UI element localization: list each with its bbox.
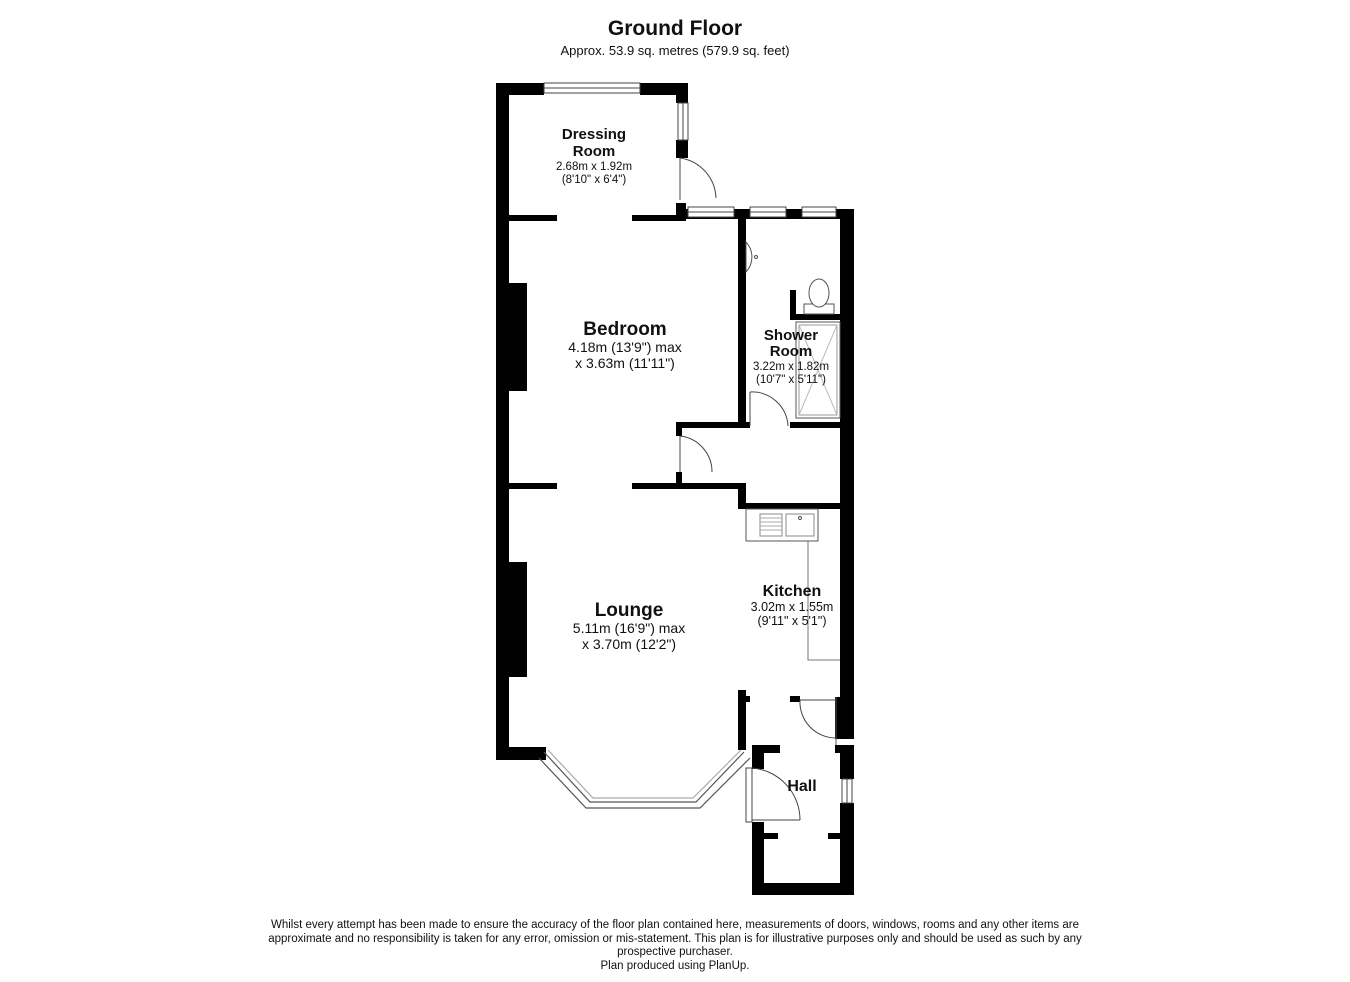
kitchen-size-imperial: (9'11" x 5'1") [757,614,826,628]
bedroom-door-jamb-bottom [676,472,682,486]
lounge-size-line1: 5.11m (16'9") max [573,620,685,636]
shower-bottom-wall-right [790,422,846,428]
lounge-chimney-breast [509,562,527,677]
dressing-right-wall-top [676,83,688,103]
room-labels: Dressing Room 2.68m x 1.92m (8'10" x 6'4… [556,126,833,795]
kitchen-corner-wall [738,483,746,509]
toilet-nib-wall-h [790,314,842,320]
floor-area-subtitle: Approx. 53.9 sq. metres (579.9 sq. feet) [560,43,790,58]
outer-left-wall [496,83,509,760]
partition-dressing-bedroom-left [509,215,557,221]
disclaimer-line-3: prospective purchaser. [617,946,733,958]
porch-bottom-wall [752,883,854,895]
shower-room-size-imperial: (10'7" x 5'11") [756,374,826,386]
toilet-bowl [808,278,830,308]
dressing-room-size-metric: 2.68m x 1.92m [556,161,632,173]
toilet-nib-wall [790,290,796,320]
bedroom-corridor-wall [676,422,744,428]
disclaimer-line-1: Whilst every attempt has been made to en… [271,919,1079,931]
kitchen-name: Kitchen [763,583,822,600]
shower-room-name-line2: Room [770,343,813,360]
basin [745,240,753,274]
bedroom-door-swing [679,435,713,473]
porch-nib-left [764,833,778,839]
partition-bedroom-lounge-right [632,483,746,489]
dressing-room-size-imperial: (8'10" x 6'4") [562,174,627,186]
dressing-top-wall-left [496,83,544,95]
hall-inner-door-swing [799,699,837,739]
floor-title: Ground Floor [607,17,743,40]
bedroom-size-line2: x 3.63m (11'11") [575,355,675,371]
partition-dressing-bedroom-right [632,215,680,221]
produced-by-credit: Plan produced using PlanUp. [600,959,750,972]
front-door-swing [751,767,801,821]
outer-right-wall-upper [840,209,854,697]
fixtures [745,240,841,745]
lounge-bottom-wall [496,747,546,760]
shower-room-name-line1: Shower [764,327,818,344]
lounge-name: Lounge [595,600,664,621]
outer-right-wall-mid [840,697,854,739]
disclaimer-line-2: approximate and no responsibility is tak… [268,932,1082,945]
hall-name: Hall [787,778,816,795]
hall-top-wall-right [790,696,800,702]
porch-nib-right [828,833,842,839]
kitchen-top-wall [738,503,854,509]
kitchen-size-metric: 3.02m x 1.55m [751,600,834,614]
hall-top-nib [752,745,780,753]
disclaimer: Whilst every attempt has been made to en… [245,919,1105,973]
bedroom-name: Bedroom [583,319,666,340]
hall-right-nib [835,745,854,753]
hall-porch-pier [752,745,764,769]
bedroom-size-line1: 4.18m (13'9") max [568,339,681,355]
hall-right-pier [835,697,841,739]
front-door-leaf [745,767,753,823]
outer-right-wall-hall-bottom [840,803,854,895]
walls [496,83,854,895]
hall-top-wall-left [738,696,750,702]
kitchen-worktop [807,541,840,661]
hall-left-wall-upper [738,690,746,750]
dressing-right-wall-bottom [676,140,688,158]
shower-left-wall [738,219,746,427]
bedroom-chimney-breast [509,283,527,391]
bedroom-door-jamb-top [676,422,682,436]
bay-window [538,749,751,809]
porch-left-wall [752,822,764,895]
windows [543,82,853,804]
partition-bedroom-lounge-left [509,483,557,489]
dressing-door-swing [679,157,717,199]
shower-room-size-metric: 3.22m x 1.82m [753,361,829,373]
basin-tap [754,255,758,259]
dressing-room-name-line1: Dressing [562,126,626,143]
outer-right-wall-hall-top [840,753,854,779]
shower-door-swing [749,391,789,427]
dressing-room-name-line2: Room [573,143,616,160]
doors [679,157,837,823]
lounge-size-line2: x 3.70m (12'2") [582,636,676,652]
